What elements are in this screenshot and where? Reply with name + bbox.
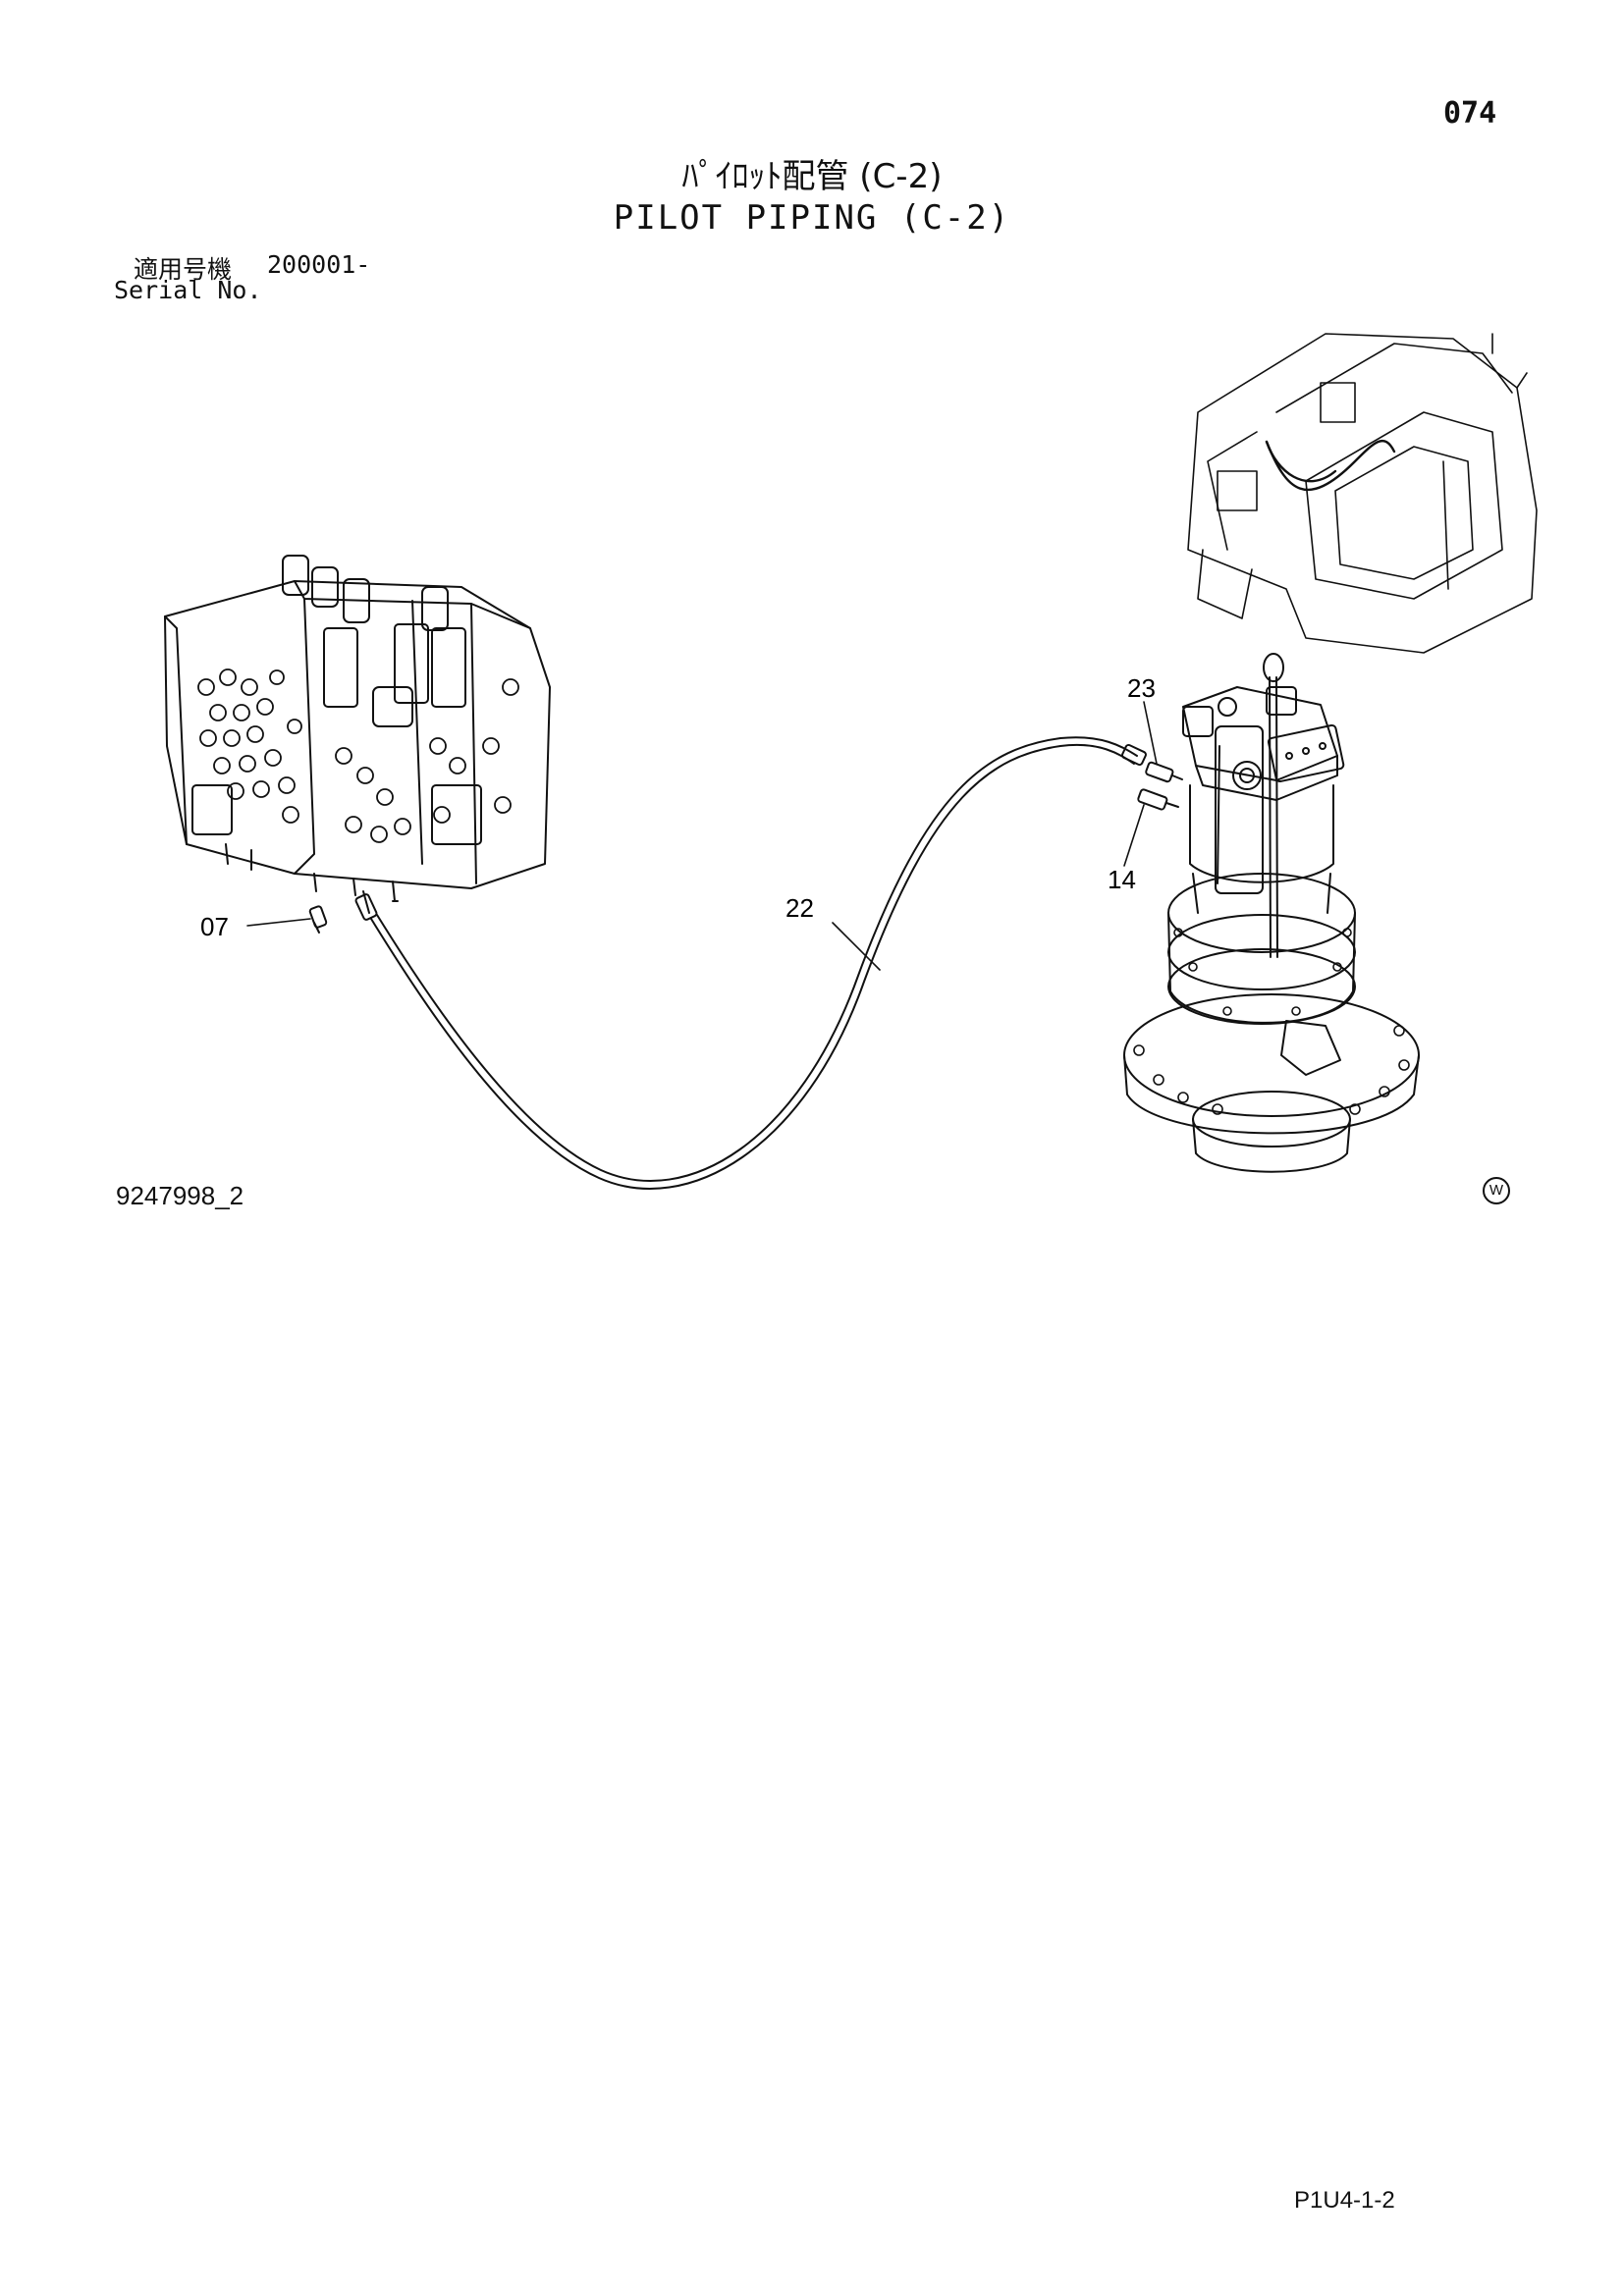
callout-23: 23 xyxy=(1127,673,1156,703)
pilot-hose-drawing-icon xyxy=(354,736,1147,1190)
page-number: 074 xyxy=(1443,96,1497,131)
serial-value: 200001- xyxy=(267,250,371,279)
fitting-14-icon xyxy=(1137,788,1179,811)
machine-location-drawing-icon xyxy=(1187,333,1538,654)
page-title-jp: ﾊﾟｲﾛｯﾄ配管 (C-2) xyxy=(681,157,943,196)
serial-label-en: Serial No. xyxy=(114,276,262,304)
swing-motor-drawing-icon xyxy=(1123,653,1420,1173)
fitting-07-icon xyxy=(308,905,328,934)
drawing-number: 9247998_2 xyxy=(116,1181,244,1210)
footer-code: P1U4-1-2 xyxy=(1294,2187,1395,2214)
control-valve-drawing-icon xyxy=(164,555,551,902)
fitting-23-icon xyxy=(1145,761,1183,783)
callout-14: 14 xyxy=(1108,865,1136,894)
callout-22: 22 xyxy=(785,893,814,923)
page-title-en: PILOT PIPING (C-2) xyxy=(613,198,1011,238)
callout-07: 07 xyxy=(200,912,229,941)
serial-label-jp: 適用号機 xyxy=(134,255,233,284)
w-mark-icon: W xyxy=(1483,1177,1510,1204)
